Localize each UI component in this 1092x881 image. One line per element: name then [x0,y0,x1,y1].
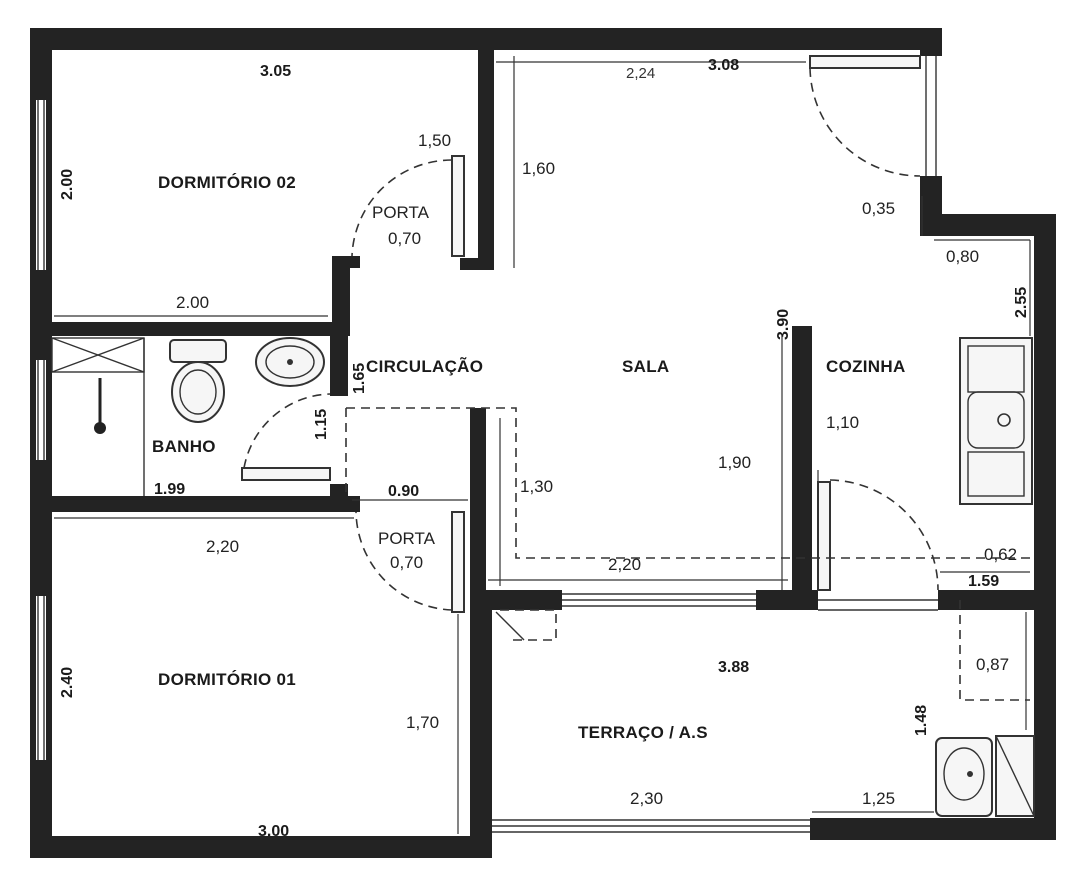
dimension-label: 1,10 [826,413,859,432]
room-label-cozinha: COZINHA [826,357,906,376]
dimension-label: 1.65 [351,363,368,394]
dimension-label: 1,60 [522,159,555,178]
dimension-label: 3.90 [775,309,792,340]
dimension-label: 1,25 [862,789,895,808]
room-label-sala: SALA [622,357,669,376]
dimension-label: 1,50 [418,131,451,150]
door-width-label: 0,70 [388,229,421,248]
dimension-label: 0,62 [984,545,1017,564]
dimension-label: 1,70 [406,713,439,732]
dimension-label: 2.40 [59,667,76,698]
dimension-label: 1,30 [520,477,553,496]
door-width-label: 0,70 [390,553,423,572]
walls [30,28,1056,858]
room-label-circulacao: CIRCULAÇÃO [366,356,483,376]
dimension-label: 0,35 [862,199,895,218]
room-label-banho: BANHO [152,437,216,456]
dimension-label: 2,20 [206,537,239,556]
dimension-label: 2.55 [1013,287,1030,318]
dimension-label: 1.48 [913,705,930,736]
door-label: PORTA [372,203,430,222]
dimension-label: 3.05 [260,63,291,80]
dimension-label: 1,90 [718,453,751,472]
laundry-tank-icon [935,735,1035,817]
dimension-label: 2.00 [176,293,209,312]
dimension-label: 2,20 [608,555,641,574]
room-label-terraco: TERRAÇO / A.S [578,723,708,742]
kitchen-sink-icon [959,337,1033,505]
dimension-lines [54,56,1031,834]
sink-icon [255,337,325,387]
dimension-label: 3.00 [258,823,289,840]
dimension-label: 3.08 [708,57,739,74]
dimension-label: 1.15 [313,409,330,440]
dimension-label: 2.00 [59,169,76,200]
fixtures [51,337,1035,817]
dimension-label: 1.59 [968,573,999,590]
dimension-label: 2,24 [626,65,655,82]
dimension-label: 0.90 [388,483,419,500]
dimension-label: 1.99 [154,481,185,498]
dimension-label: 0,87 [976,655,1009,674]
door-label: PORTA [378,529,436,548]
dimension-label: 2,30 [630,789,663,808]
dimension-label: 0,80 [946,247,979,266]
dimension-label: 3.88 [718,659,749,676]
room-label-dormitorio-01: DORMITÓRIO 01 [158,670,296,689]
room-label-dormitorio-02: DORMITÓRIO 02 [158,173,296,192]
doors [241,55,939,613]
dimension-labels: 3.05 2.00 2.00 1,50 2,24 3.08 1,60 0,35 … [59,57,1030,840]
toilet-icon [169,339,227,423]
